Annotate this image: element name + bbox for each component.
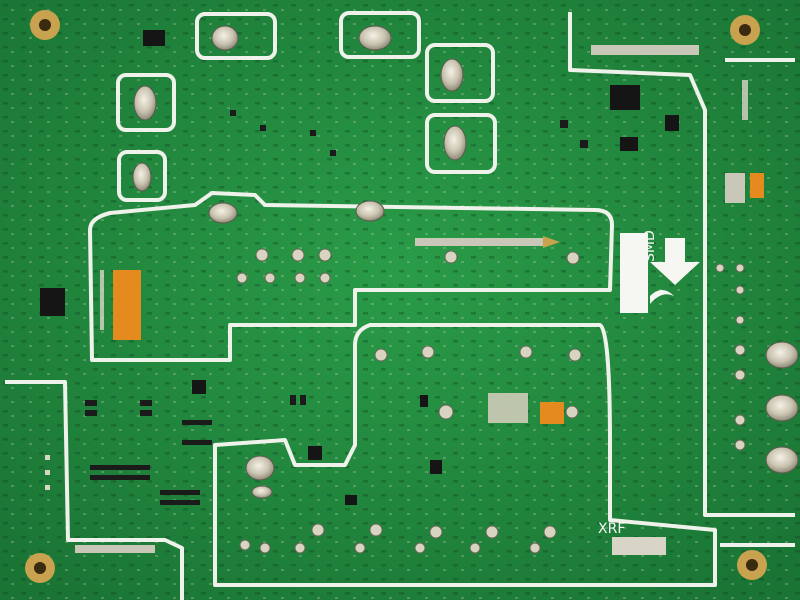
small-pad-grid bbox=[45, 80, 748, 490]
pin-headers bbox=[75, 45, 745, 555]
ic-chips bbox=[40, 30, 679, 505]
copper-pads bbox=[113, 173, 764, 424]
silkscreen-outlines bbox=[5, 11, 795, 600]
smd-text: SMD bbox=[642, 230, 658, 262]
large-solder-pads bbox=[132, 25, 799, 499]
smd-marker bbox=[620, 233, 700, 313]
smd-component-clusters bbox=[85, 110, 588, 505]
mounting-holes bbox=[25, 10, 767, 583]
through-hole-pads bbox=[236, 248, 746, 554]
xrf-text: XRF bbox=[598, 521, 625, 537]
